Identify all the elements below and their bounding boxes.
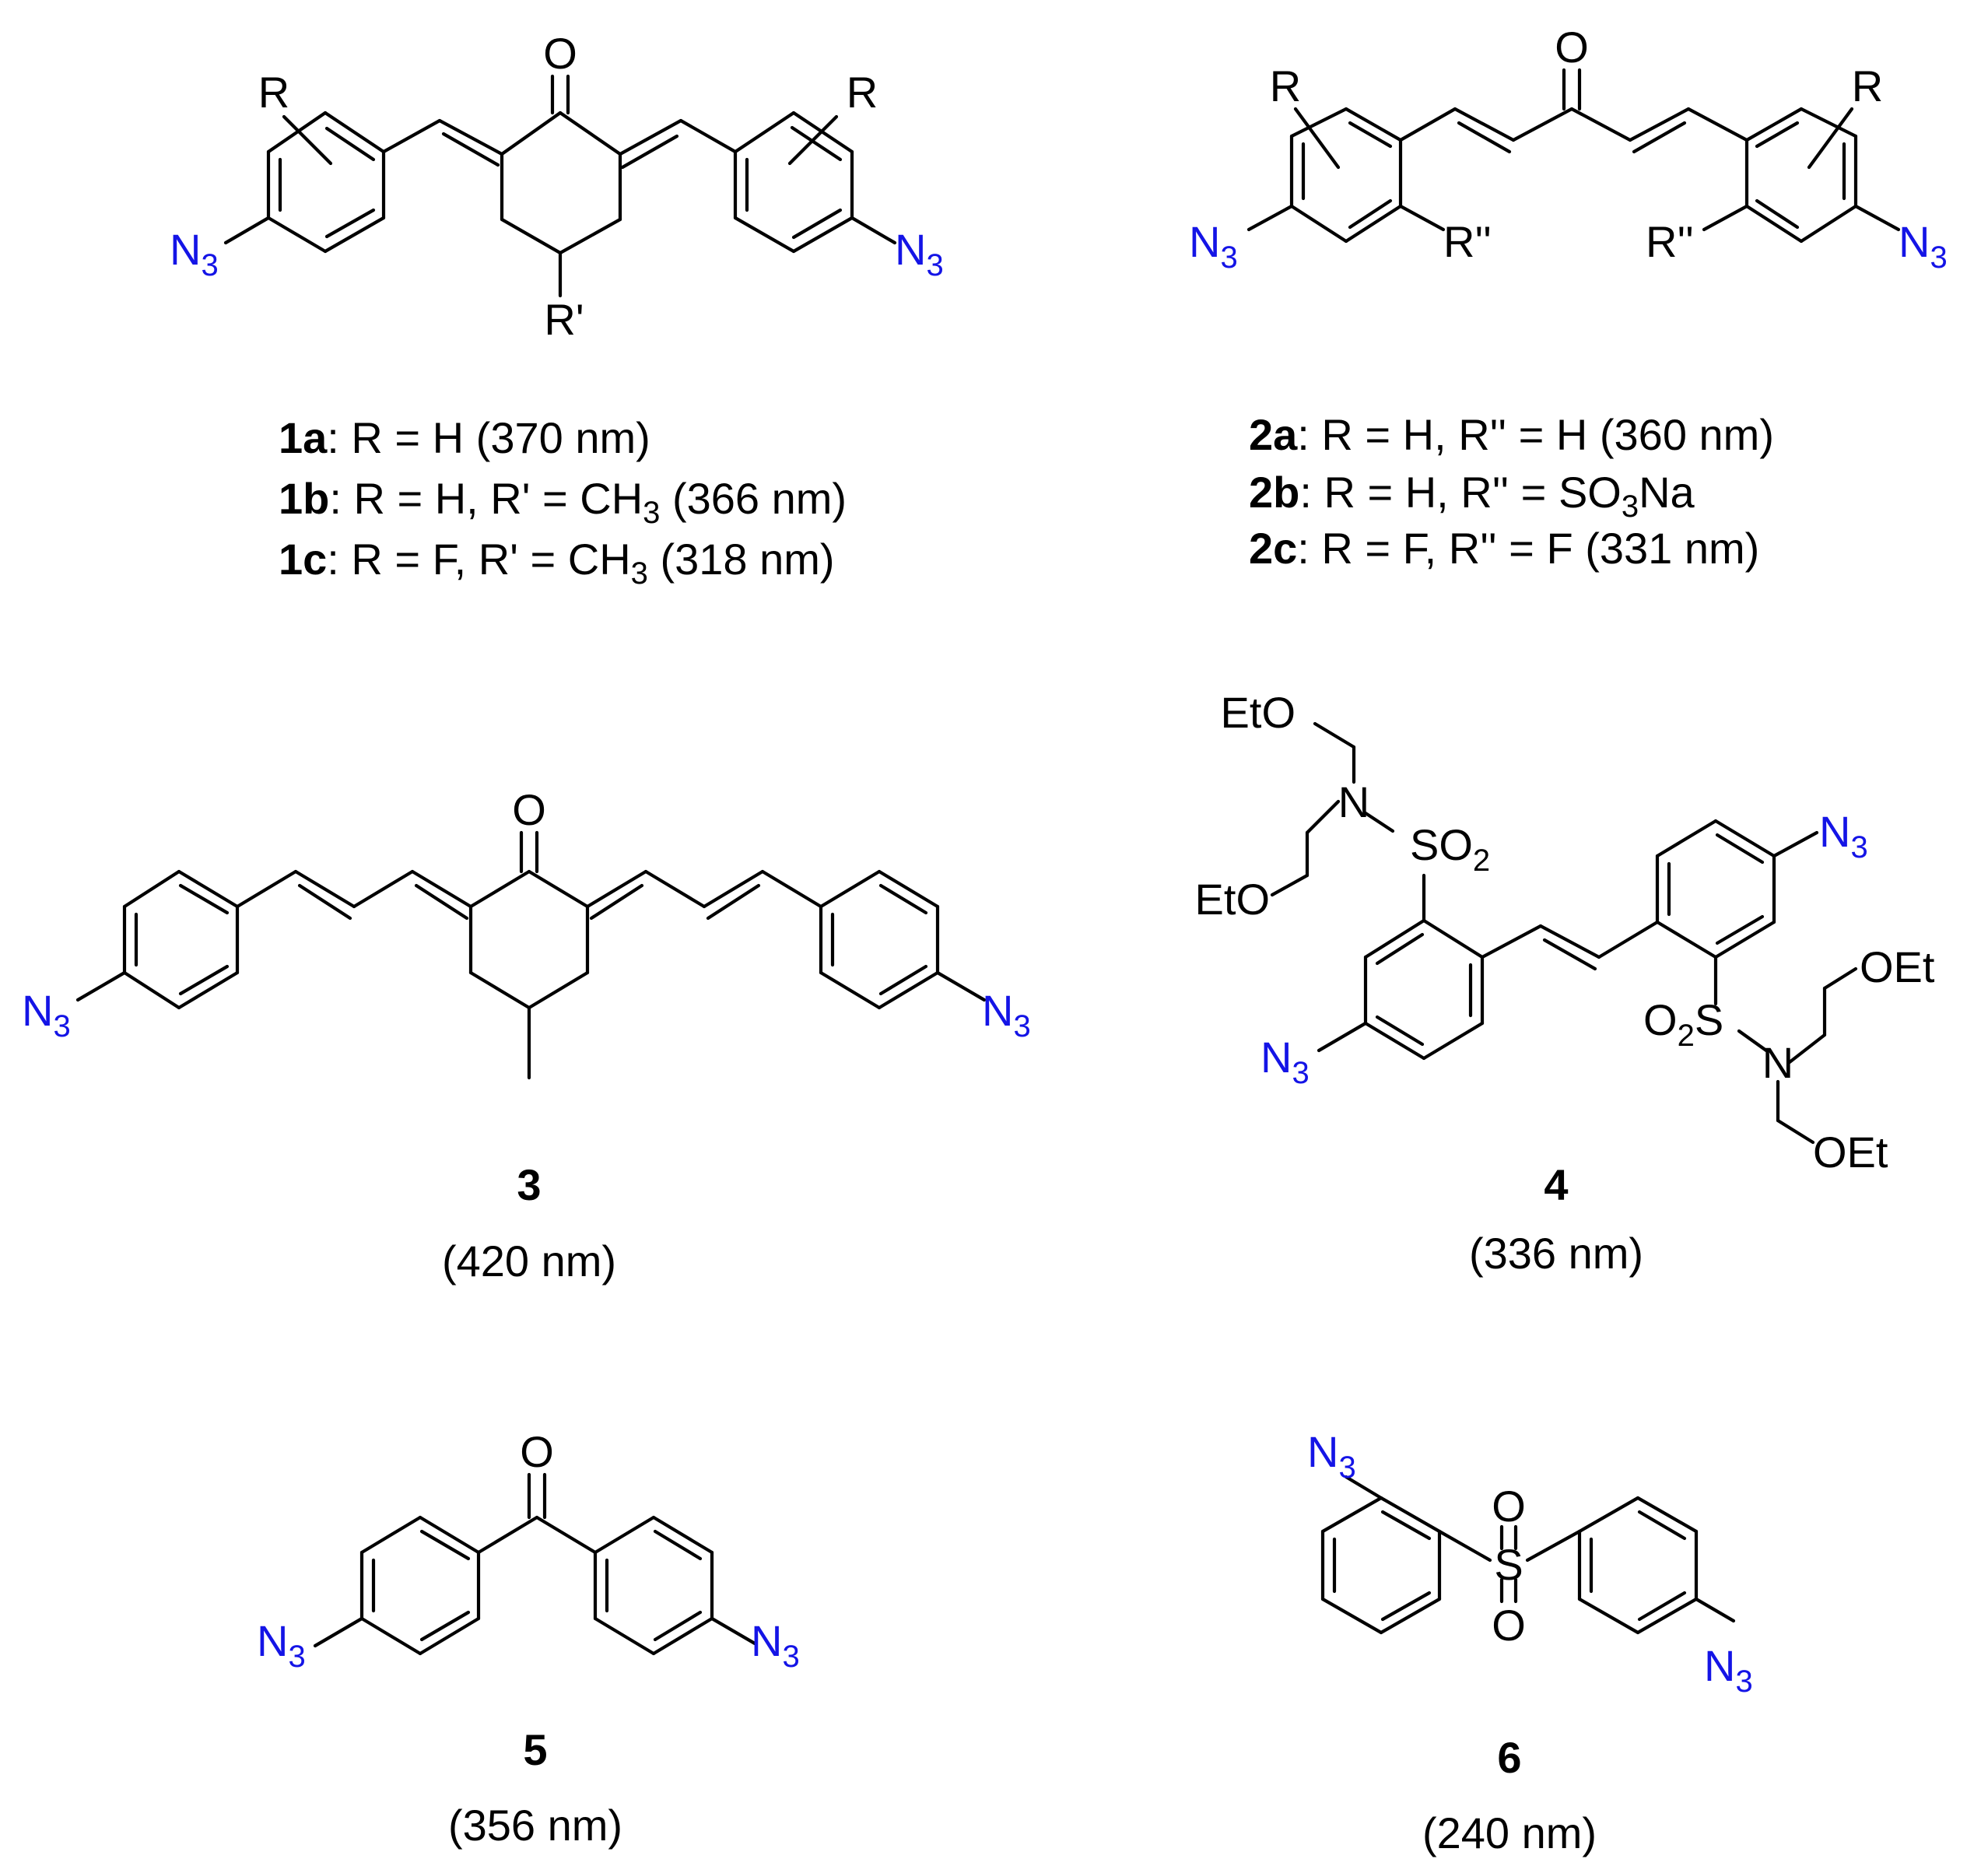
compound-1-bonds (223, 74, 897, 298)
compound-5-azide-right: N3 (751, 1616, 800, 1674)
compound-1b-label: 1b: R = H, R' = CH3 (366 nm) (279, 474, 847, 530)
compound-2-azide-left: N3 (1189, 217, 1238, 275)
compound-5-azide-left: N3 (257, 1616, 306, 1674)
compound-4-azide-left: N3 (1260, 1033, 1310, 1090)
compound-6-sulfur: S (1494, 1540, 1523, 1589)
compound-4-nitrogen-right: N (1762, 1038, 1793, 1087)
compound-3-id: 3 (517, 1160, 541, 1209)
compound-3-structure: O N3 N3 (22, 785, 1031, 1080)
compound-4-oet-bottom: OEt (1813, 1128, 1888, 1177)
compound-6-azide-left: N3 (1307, 1427, 1356, 1485)
compound-6-id: 6 (1497, 1733, 1521, 1782)
compound-1-r-right: R (847, 68, 878, 117)
compound-3-azide-right: N3 (982, 986, 1031, 1043)
compound-2-r-dprime-right: R'' (1646, 217, 1694, 266)
compound-2c-label: 2c: R = F, R'' = F (331 nm) (1249, 524, 1759, 573)
compound-5-carbonyl-oxygen: O (520, 1427, 554, 1476)
compound-4-eto-top: EtO (1221, 688, 1296, 737)
compound-5-structure: O N3 N3 (257, 1427, 800, 1674)
compound-2-caption: 2a: R = H, R'' = H (360 nm) 2b: R = H, R… (1249, 410, 1774, 573)
compound-2-carbonyl-oxygen: O (1555, 23, 1589, 72)
compound-1c-label: 1c: R = F, R' = CH3 (318 nm) (279, 535, 835, 591)
compound-2-bonds (1246, 68, 1901, 244)
compound-4-eto-left: EtO (1195, 875, 1270, 924)
compound-2a-label: 2a: R = H, R'' = H (360 nm) (1249, 410, 1774, 459)
compound-4-wavelength: (336 nm) (1469, 1229, 1643, 1278)
compound-6-wavelength: (240 nm) (1422, 1808, 1597, 1857)
compound-1-caption: 1a: R = H (370 nm) 1b: R = H, R' = CH3 (… (279, 413, 847, 591)
compound-5-id: 5 (523, 1725, 547, 1774)
compound-5-bonds (313, 1472, 757, 1656)
compound-2-azide-right: N3 (1899, 217, 1948, 275)
compound-3-bonds (75, 830, 987, 1080)
compound-4-o2s-right: O2S (1643, 995, 1723, 1053)
compound-3-wavelength: (420 nm) (442, 1236, 616, 1286)
compound-4-bonds (1270, 721, 1858, 1145)
compound-1a-label: 1a: R = H (370 nm) (279, 413, 650, 462)
compound-2b-label: 2b: R = H, R'' = SO3Na (1249, 468, 1695, 524)
compound-4-azide-right: N3 (1819, 807, 1868, 865)
compound-4-so2-left: SO2 (1410, 820, 1490, 878)
compound-4-structure: EtO EtO N SO2 O2S N OEt OEt N3 N3 (1195, 688, 1935, 1177)
compound-1-structure: O R R R' N3 N3 (170, 29, 944, 344)
compound-1-r-prime: R' (544, 295, 584, 344)
compound-1-r-left: R (258, 68, 289, 117)
compound-2-r-right: R (1852, 61, 1883, 110)
compound-4-oet-right: OEt (1860, 942, 1935, 991)
compound-1-azide-left: N3 (170, 225, 219, 282)
compound-2-r-dprime-left: R'' (1443, 217, 1492, 266)
compound-6-oxygen-top: O (1492, 1482, 1526, 1531)
compound-4-nitrogen-left: N (1338, 777, 1369, 826)
compound-5-wavelength: (356 nm) (448, 1801, 622, 1850)
compound-2-structure: O R R R'' R'' N3 N3 (1189, 23, 1948, 275)
compound-6-oxygen-bottom: O (1492, 1601, 1526, 1650)
compound-6-structure: O S O N3 N3 (1307, 1427, 1753, 1699)
compound-1-carbonyl-oxygen: O (543, 29, 577, 78)
compound-4-id: 4 (1544, 1160, 1568, 1209)
compound-3-azide-left: N3 (22, 986, 71, 1043)
compound-2-r-left: R (1270, 61, 1301, 110)
compound-1-azide-right: N3 (895, 225, 944, 282)
compound-3-carbonyl-oxygen: O (512, 785, 546, 834)
compound-6-bonds (1320, 1475, 1736, 1635)
compound-6-azide-right: N3 (1704, 1641, 1753, 1699)
